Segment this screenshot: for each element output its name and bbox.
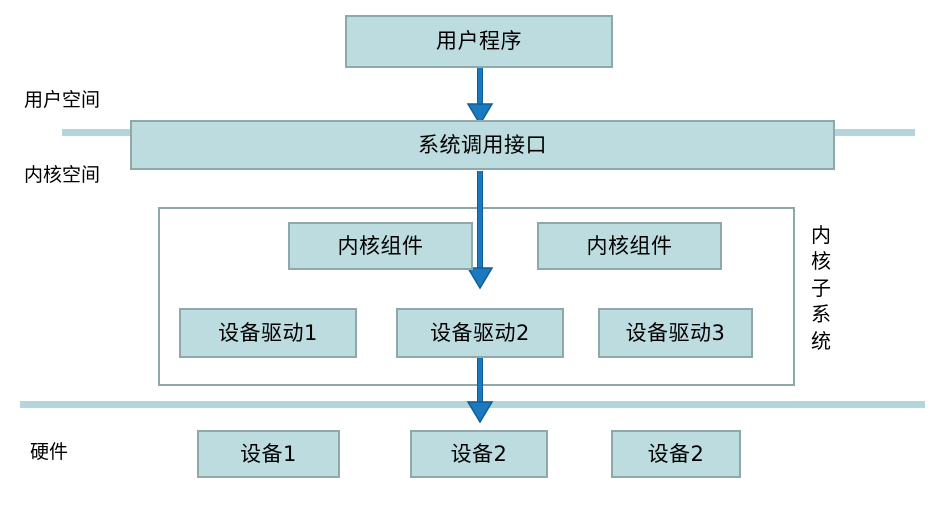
arrow-user-program-to-syscall xyxy=(466,67,494,126)
kernel-subsystem-label-char-2: 子 xyxy=(811,275,831,300)
layer-label-kernel-space: 内核空间 xyxy=(24,164,101,186)
arrow-syscall-to-driver2 xyxy=(466,171,494,290)
layer-label-hardware: 硬件 xyxy=(30,441,69,463)
node-device-driver-3[interactable]: 设备驱动3 xyxy=(598,308,753,358)
node-device-driver-1[interactable]: 设备驱动1 xyxy=(179,308,357,358)
kernel-subsystem-label-char-1: 核 xyxy=(811,249,831,274)
kernel-subsystem-label-char-0: 内 xyxy=(811,223,831,247)
node-user-program[interactable]: 用户程序 xyxy=(345,15,613,68)
node-device-2[interactable]: 设备2 xyxy=(410,430,548,478)
node-kernel-component-2[interactable]: 内核组件 xyxy=(537,222,722,270)
node-syscall-interface[interactable]: 系统调用接口 xyxy=(130,120,835,170)
node-device-driver-2[interactable]: 设备驱动2 xyxy=(396,308,564,358)
kernel-subsystem-label-char-4: 统 xyxy=(811,328,831,353)
kernel-subsystem-frame xyxy=(158,207,795,386)
kernel-subsystem-label-char-3: 系 xyxy=(811,302,831,327)
kernel-subsystem-label: 内 核 子 系 统 xyxy=(808,222,834,354)
node-kernel-component-1[interactable]: 内核组件 xyxy=(288,222,473,270)
node-device-3[interactable]: 设备2 xyxy=(611,430,741,478)
arrow-driver2-to-device2 xyxy=(466,357,494,424)
layer-label-user-space: 用户空间 xyxy=(24,89,101,111)
node-device-1[interactable]: 设备1 xyxy=(197,430,340,478)
